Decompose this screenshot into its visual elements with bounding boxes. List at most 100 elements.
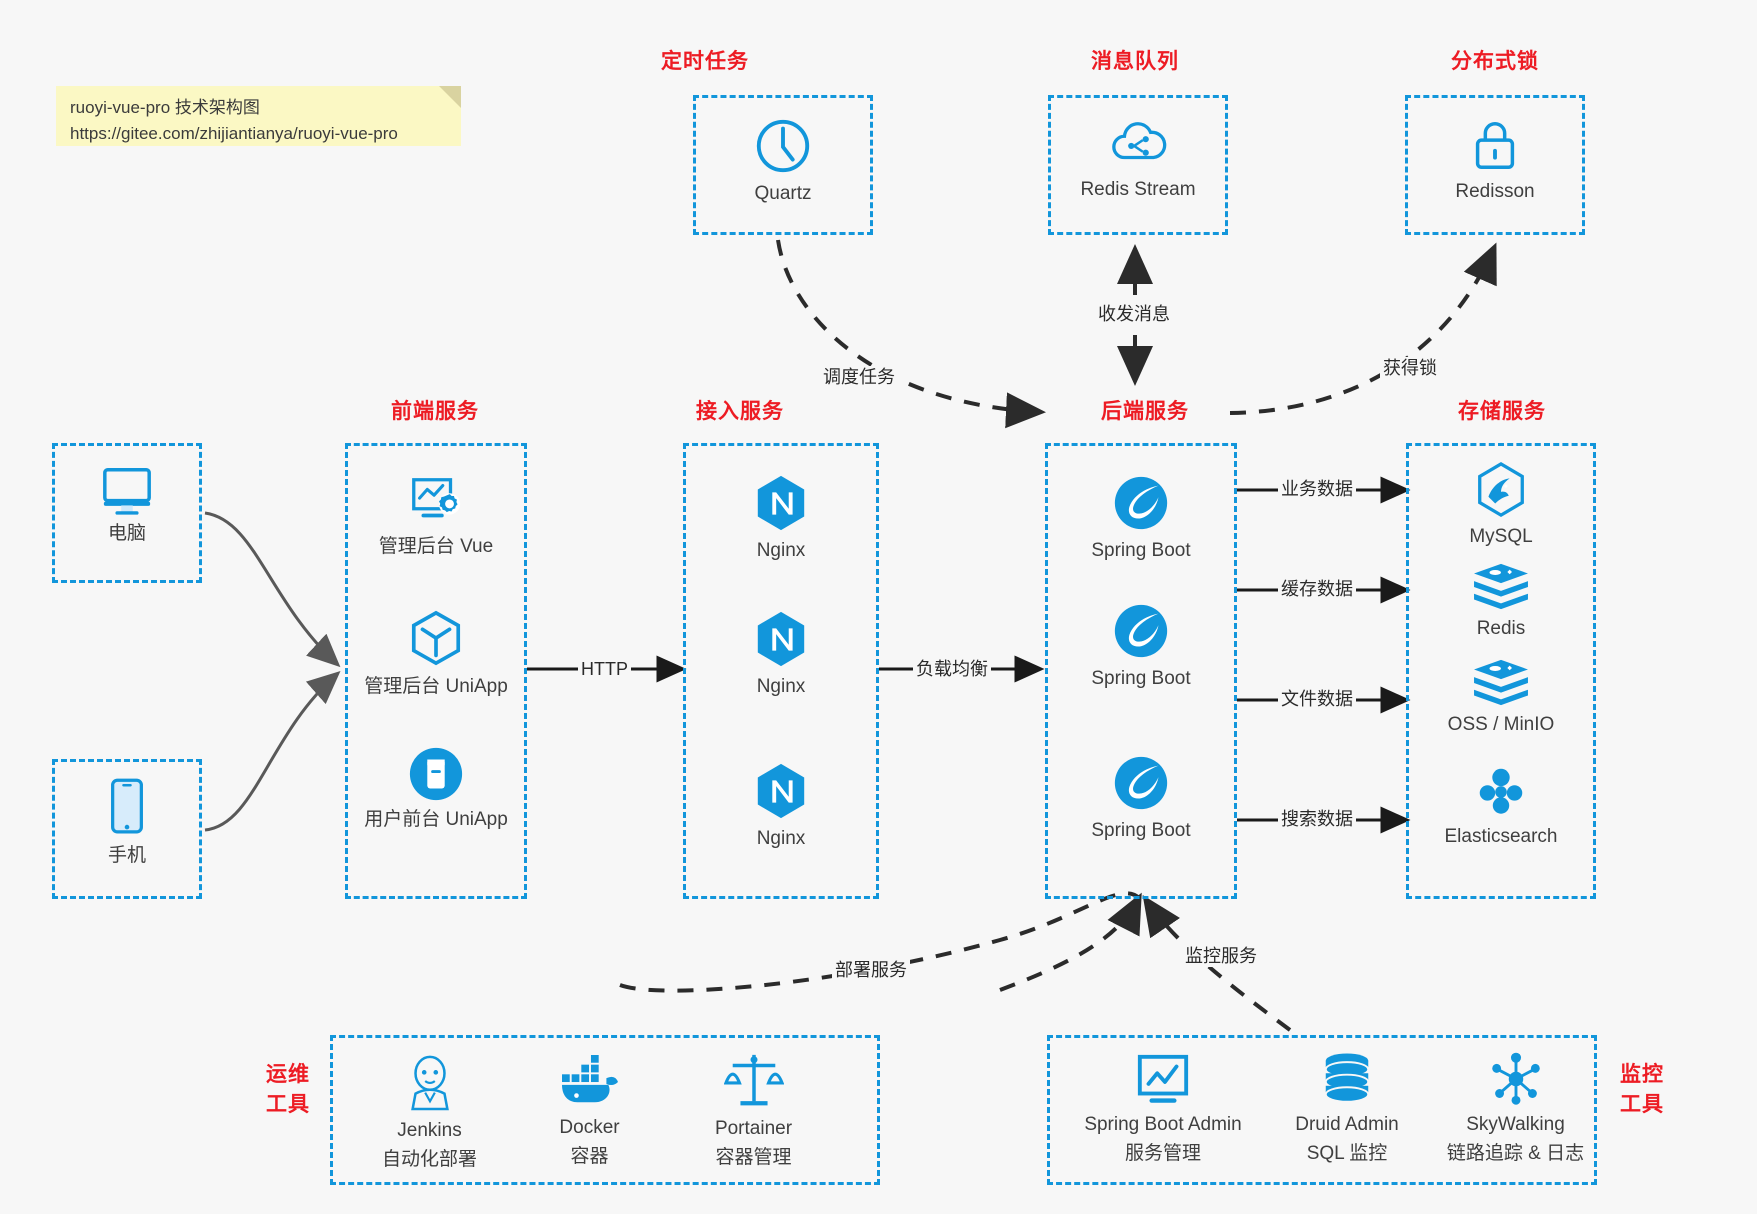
node-label: SkyWalking [1466,1114,1565,1135]
mysql-icon [1478,461,1524,518]
node-mobile[interactable]: 手机 [62,775,192,868]
jenkins-icon [410,1055,449,1111]
devops-title-line1: 运维 [266,1063,310,1086]
group-title-message-queue: 消息队列 [1091,50,1179,73]
node-label: Elasticsearch [1444,826,1558,847]
note-url: https://gitee.com/zhijiantianya/ruoyi-vu… [70,124,398,143]
node-label: 管理后台 UniApp [364,676,508,697]
group-title-backend: 后端服务 [1101,400,1189,423]
node-elasticsearch[interactable]: Elasticsearch [1420,762,1582,849]
node-spring-boot-2[interactable]: Spring Boot [1060,600,1222,691]
note-title: ruoyi-vue-pro 技术架构图 [70,98,260,117]
monitor-title-line1: 监控 [1620,1063,1664,1086]
node-sublabel: 链路追踪 & 日志 [1446,1143,1585,1164]
node-label: 手机 [107,845,146,866]
node-label: Spring Boot [1091,668,1191,689]
node-nginx-3[interactable]: Nginx [700,760,862,851]
node-label: Jenkins [397,1120,462,1141]
edge-label-deploy-service: 部署服务 [832,959,910,981]
group-title-distributed-lock: 分布式锁 [1451,50,1539,73]
node-label: Portainer [714,1118,793,1139]
node-nginx-2[interactable]: Nginx [700,608,862,699]
group-title-monitor: 监控 工具 [1612,1060,1672,1120]
edge-label-cache-data: 缓存数据 [1278,578,1356,600]
node-spring-boot-admin[interactable]: Spring Boot Admin 服务管理 [1068,1052,1258,1166]
node-label: Redis [1476,618,1526,639]
node-redis[interactable]: Redis [1420,560,1582,641]
mobile-phone-icon [111,778,143,834]
node-admin-uniapp[interactable]: 管理后台 UniApp [355,608,517,699]
node-label: Spring Boot [1091,540,1191,561]
edge-label-load-balance: 负载均衡 [913,658,991,680]
group-box-gateway [683,443,879,899]
node-desktop[interactable]: 电脑 [62,463,192,546]
node-label: Nginx [756,540,806,561]
group-box-devops [330,1035,880,1185]
spring-boot-icon [1114,604,1168,658]
nginx-icon [757,611,805,667]
edge-label-search-data: 搜索数据 [1278,808,1356,830]
mobile-app-icon [409,747,463,801]
node-oss-minio[interactable]: OSS / MinIO [1420,656,1582,737]
note-fold-corner [439,86,461,108]
edge-label-send-receive-message: 收发消息 [1095,303,1173,325]
node-label: 管理后台 Vue [378,536,494,557]
group-title-storage: 存储服务 [1458,400,1546,423]
redis-icon [1474,563,1528,610]
skywalking-nodes-icon [1491,1052,1540,1105]
node-docker[interactable]: Docker 容器 [512,1055,667,1169]
edge-label-file-data: 文件数据 [1278,688,1356,710]
diagram-note: ruoyi-vue-pro 技术架构图 https://gitee.com/zh… [56,86,461,146]
node-admin-vue[interactable]: 管理后台 Vue [355,472,517,559]
edge-label-acquire-lock: 获得锁 [1380,357,1440,379]
cloud-stream-icon [1112,122,1167,160]
clock-icon [756,119,810,173]
elasticsearch-icon [1479,768,1523,814]
spring-boot-icon [1114,476,1168,530]
group-title-devops: 运维 工具 [258,1060,318,1120]
node-label: 电脑 [107,523,146,544]
monitor-title-line2: 工具 [1620,1093,1664,1116]
group-box-monitor [1047,1035,1597,1185]
node-sublabel: 容器管理 [715,1147,792,1168]
group-box-distributed-lock [1405,95,1585,235]
group-box-client-desktop [52,443,202,583]
node-sublabel: 容器 [570,1146,609,1167]
node-redis-stream[interactable]: Redis Stream [1068,115,1208,202]
group-box-scheduled-task [693,95,873,235]
devops-title-line2: 工具 [266,1093,310,1116]
cube-icon [411,610,461,666]
node-label: MySQL [1469,526,1533,547]
docker-icon [561,1055,618,1103]
node-sublabel: SQL 监控 [1306,1143,1388,1164]
node-label: 用户前台 UniApp [364,809,508,830]
node-label: OSS / MinIO [1447,714,1555,735]
node-jenkins[interactable]: Jenkins 自动化部署 [352,1050,507,1172]
node-label: Redis Stream [1080,179,1196,200]
database-stack-icon [1324,1053,1370,1103]
group-title-gateway: 接入服务 [696,400,784,423]
dashboard-settings-icon [412,478,461,518]
node-skywalking[interactable]: SkyWalking 链路追踪 & 日志 [1428,1050,1603,1166]
node-nginx-1[interactable]: Nginx [700,472,862,563]
node-redisson[interactable]: Redisson [1425,115,1565,204]
node-label: Spring Boot Admin [1084,1114,1242,1135]
group-box-storage [1406,443,1596,899]
node-portainer[interactable]: Portainer 容器管理 [676,1050,831,1170]
node-label: Druid Admin [1295,1114,1399,1135]
node-mysql[interactable]: MySQL [1420,460,1582,549]
node-label: Nginx [756,676,806,697]
monitor-chart-icon [1137,1054,1189,1103]
node-label: Redisson [1455,181,1535,202]
node-spring-boot-1[interactable]: Spring Boot [1060,472,1222,563]
group-box-message-queue [1048,95,1228,235]
node-user-uniapp[interactable]: 用户前台 UniApp [355,745,517,832]
node-spring-boot-3[interactable]: Spring Boot [1060,752,1222,843]
edge-label-schedule-task: 调度任务 [820,366,898,388]
node-label: Quartz [754,183,812,204]
node-druid-admin[interactable]: Druid Admin SQL 监控 [1262,1052,1432,1166]
edge-label-http: HTTP [578,658,631,680]
lock-icon [1475,122,1515,169]
node-quartz[interactable]: Quartz [713,115,853,206]
